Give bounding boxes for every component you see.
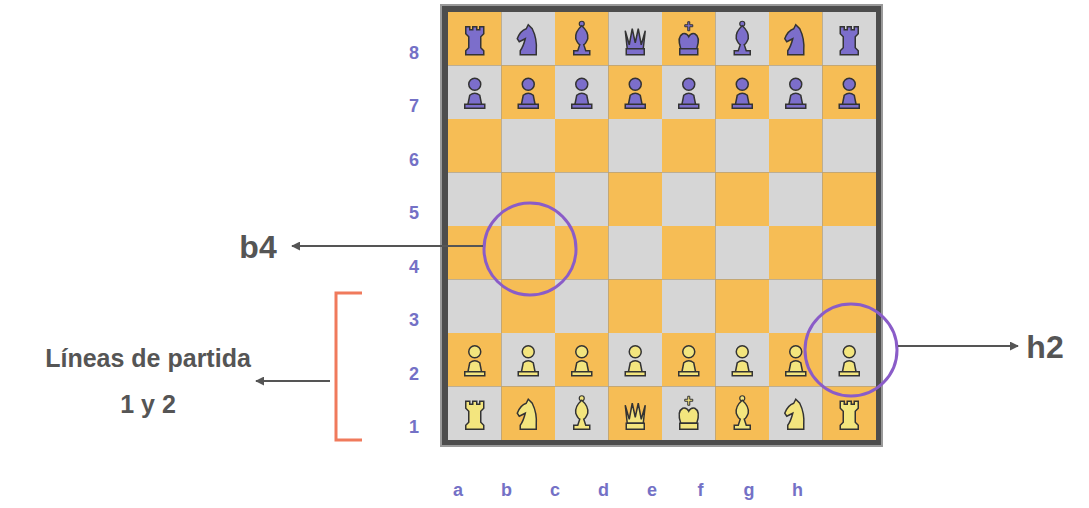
pawn-piece: [839, 346, 859, 376]
black-pieces: [465, 21, 860, 108]
file-letter: a: [453, 481, 463, 499]
highlight-circle: [805, 304, 897, 396]
pawn-piece: [786, 346, 806, 376]
pawn-piece: [572, 346, 592, 376]
pawn-piece: [732, 78, 752, 108]
king-piece: [679, 396, 698, 429]
leader-arrow: [292, 245, 483, 247]
pawn-piece: [679, 346, 699, 376]
rank-number: 8: [409, 44, 419, 62]
square-callout: h2: [1026, 331, 1063, 363]
king-piece: [679, 22, 698, 55]
white-pieces: [465, 346, 860, 430]
pawn-piece: [465, 346, 485, 376]
pawn-piece: [518, 78, 538, 108]
rank-number: 1: [409, 418, 419, 436]
knight-piece: [785, 399, 804, 429]
rank-number: 6: [409, 151, 419, 169]
rank-number: 7: [409, 97, 419, 115]
pawn-piece: [465, 78, 485, 108]
note-text: Líneas de partida 1 y 2: [43, 335, 253, 427]
rook-piece: [840, 27, 858, 55]
file-letter: e: [647, 481, 657, 499]
pawn-piece: [572, 78, 592, 108]
bishop-piece: [574, 396, 590, 430]
bishop-piece: [734, 21, 750, 55]
pawn-piece: [625, 78, 645, 108]
knight-piece: [517, 25, 536, 55]
pawn-piece: [679, 78, 699, 108]
queen-piece: [625, 29, 645, 55]
file-letter: g: [744, 481, 755, 499]
leader-arrow: [898, 345, 1018, 347]
pawn-piece: [732, 346, 752, 376]
rank-number: 2: [409, 365, 419, 383]
pawn-piece: [625, 346, 645, 376]
knight-piece: [517, 399, 536, 429]
file-letter: b: [501, 481, 512, 499]
rook-piece: [466, 27, 484, 55]
leader-arrow: [256, 380, 330, 382]
file-letter: h: [792, 481, 803, 499]
knight-piece: [785, 25, 804, 55]
bishop-piece: [734, 396, 750, 430]
queen-piece: [625, 403, 645, 429]
rank-number: 5: [409, 204, 419, 222]
square-callout: b4: [239, 231, 276, 263]
pawn-piece: [518, 346, 538, 376]
rook-piece: [840, 401, 858, 429]
file-letter: c: [550, 481, 560, 499]
rank-number: 4: [409, 258, 419, 276]
pawn-piece: [839, 78, 859, 108]
bishop-piece: [574, 21, 590, 55]
pawn-piece: [786, 78, 806, 108]
file-letter: d: [598, 481, 609, 499]
file-letter: f: [698, 481, 704, 499]
rook-piece: [466, 401, 484, 429]
rank-number: 3: [409, 311, 419, 329]
rank-bracket: [336, 293, 362, 440]
highlight-circle: [484, 203, 576, 295]
